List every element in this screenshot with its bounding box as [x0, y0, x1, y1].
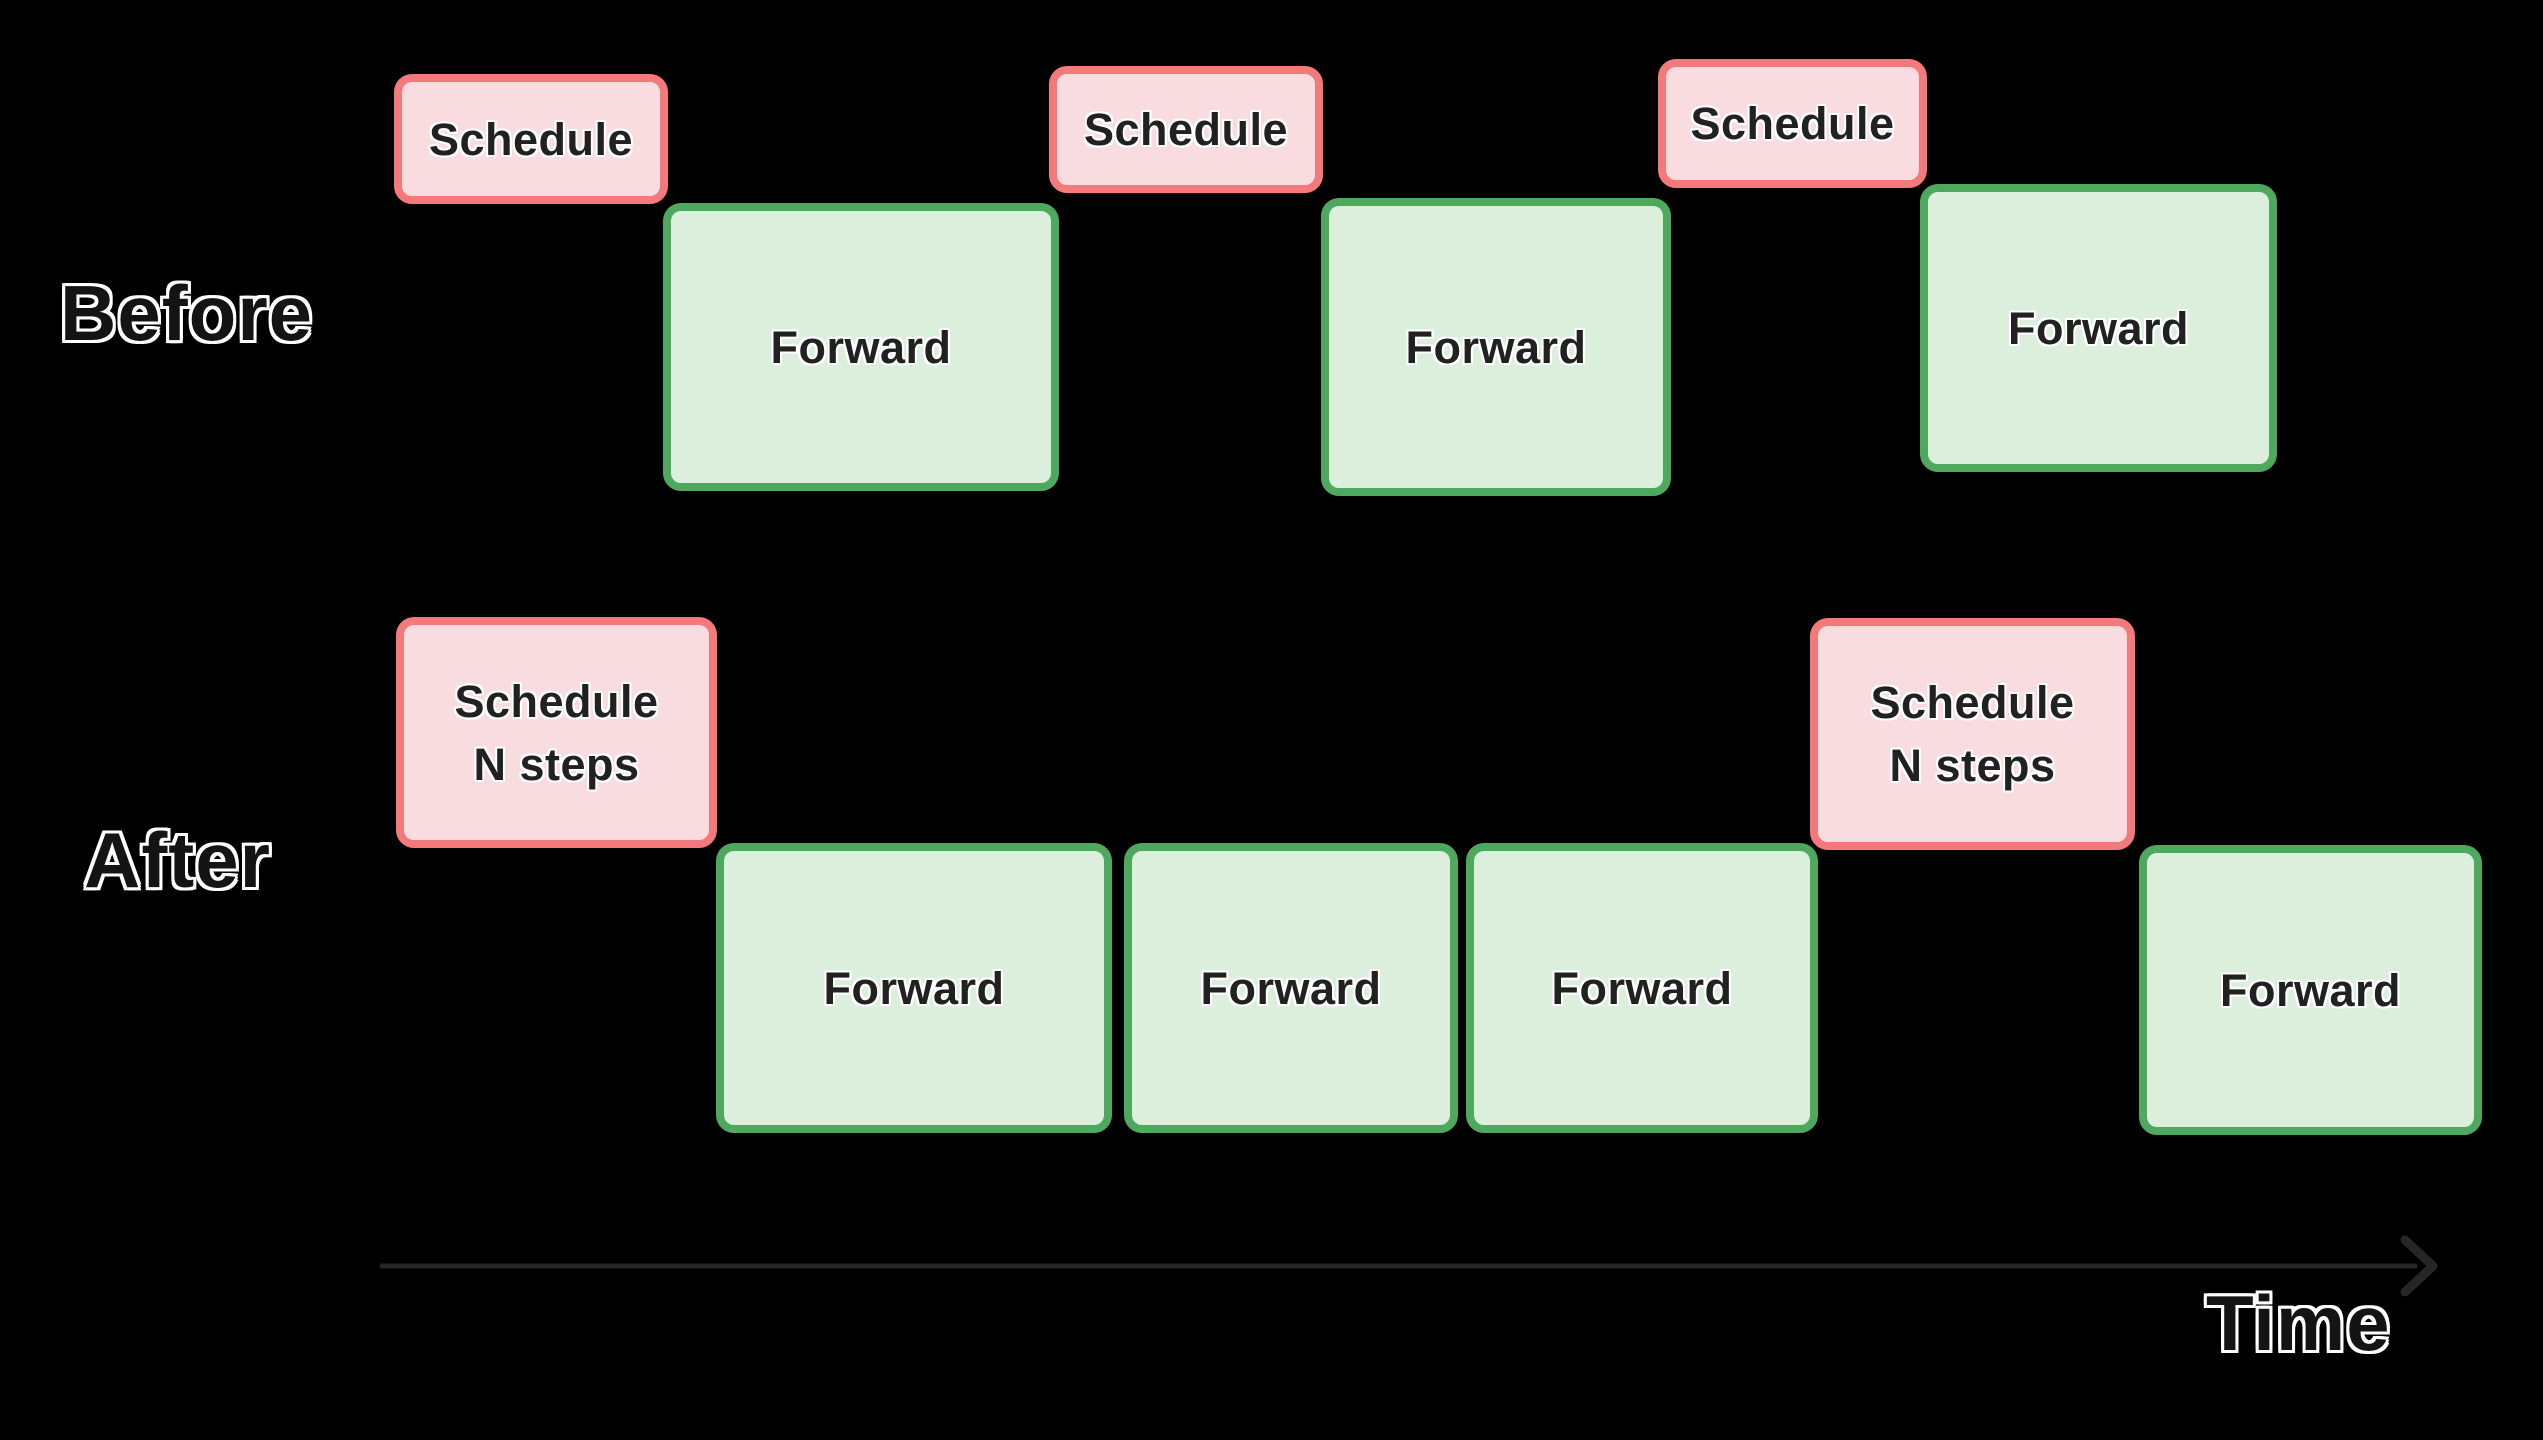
schedule-box-1: Schedule	[394, 74, 668, 204]
forward-box-label: Forward	[823, 962, 1005, 1014]
forward-box-label: Forward	[2219, 964, 2402, 1016]
schedule-n-steps-line2: N steps	[1889, 740, 2056, 791]
schedule-n-steps-line1: Schedule	[454, 675, 659, 727]
forward-box-label: Forward	[2007, 302, 2190, 354]
schedule-n-steps-label: Schedule N steps	[1870, 671, 2074, 797]
forward-box-2: Forward	[1321, 198, 1671, 496]
forward-box-4: Forward	[716, 843, 1112, 1133]
forward-box-6: Forward	[1466, 843, 1818, 1133]
time-arrow-head	[2400, 1235, 2438, 1297]
forward-box-1: Forward	[663, 203, 1059, 491]
schedule-n-steps-line1: Schedule	[1870, 677, 2075, 728]
forward-box-3: Forward	[1920, 184, 2277, 472]
forward-box-label: Forward	[1405, 321, 1587, 373]
schedule-n-steps-label: Schedule N steps	[454, 670, 658, 796]
after-label: After	[84, 816, 272, 904]
time-arrow-icon	[379, 1235, 2438, 1297]
forward-box-label: Forward	[770, 321, 952, 373]
forward-box-7: Forward	[2139, 845, 2482, 1135]
forward-box-label: Forward	[1200, 962, 1382, 1014]
before-label: Before	[60, 269, 314, 357]
schedule-box-label: Schedule	[428, 113, 634, 165]
forward-box-label: Forward	[1551, 962, 1733, 1014]
schedule-n-steps-box-2: Schedule N steps	[1810, 618, 2135, 850]
schedule-box-label: Schedule	[1690, 98, 1895, 149]
schedule-n-steps-box-1: Schedule N steps	[396, 617, 717, 848]
forward-box-5: Forward	[1124, 843, 1458, 1133]
schedule-box-label: Schedule	[1083, 104, 1289, 155]
time-label: Time	[2206, 1279, 2391, 1367]
schedule-n-steps-line2: N steps	[473, 738, 640, 790]
schedule-box-2: Schedule	[1049, 66, 1323, 193]
time-axis	[370, 1216, 2460, 1316]
schedule-box-3: Schedule	[1658, 59, 1927, 188]
